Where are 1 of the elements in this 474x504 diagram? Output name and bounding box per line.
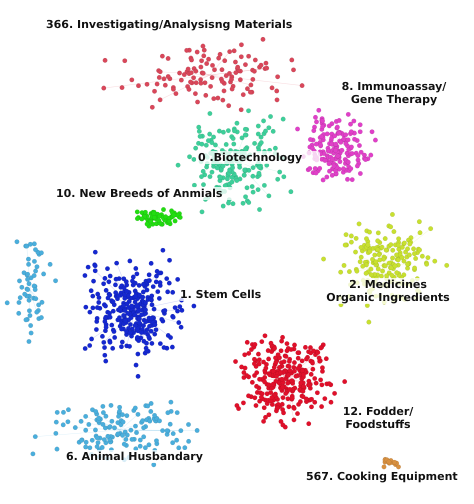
cluster-label: 0 .Biotechnology: [196, 151, 320, 164]
